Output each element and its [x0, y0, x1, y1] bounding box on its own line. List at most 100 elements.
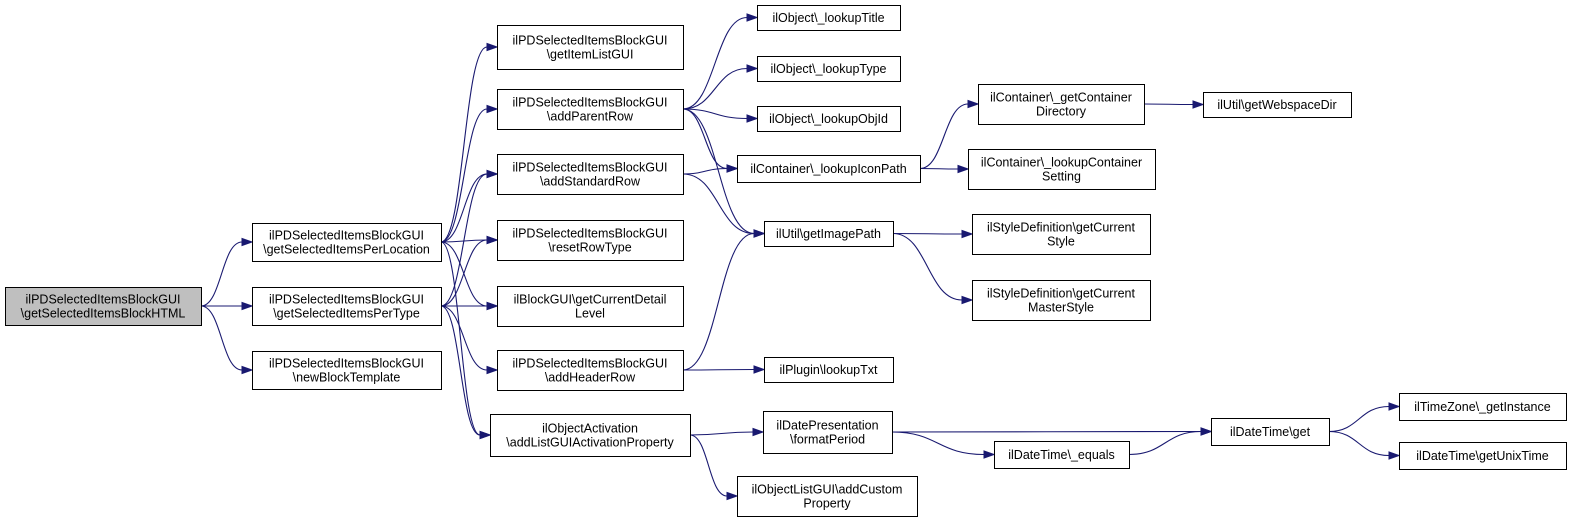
node-label: ilPDSelectedItemsBlockGUI — [513, 161, 668, 175]
node-lookupIconPath[interactable]: ilContainer\_lookupIconPath — [737, 155, 921, 183]
node-label: MasterStyle — [1028, 301, 1094, 315]
node-label: ilPlugin\lookupTxt — [780, 363, 878, 377]
arrowhead — [486, 365, 499, 375]
edge-line — [689, 431, 754, 436]
node-box — [497, 89, 684, 130]
node-label: Style — [1047, 235, 1075, 249]
edge-perType-to-getCurrentDetailLevel — [441, 301, 499, 311]
edge-formatPeriod-to-dateGet — [891, 427, 1213, 436]
node-box — [757, 106, 901, 132]
node-label: ilObjectListGUI\addCustom — [752, 483, 903, 497]
edge-lookupIconPath-to-getContainerDirectory — [919, 99, 980, 170]
edge-addListGUIActivationProperty-to-formatPeriod — [689, 427, 765, 437]
node-label: ilPDSelectedItemsBlockGUI — [269, 229, 424, 243]
node-label: ilDateTime\_equals — [1008, 448, 1115, 462]
arrowhead — [1200, 427, 1213, 436]
node-lookupObjId[interactable]: ilObject\_lookupObjId — [757, 106, 901, 132]
node-addListGUIActivationProperty[interactable]: ilObjectActivation\addListGUIActivationP… — [490, 414, 691, 457]
node-formatPeriod[interactable]: ilDatePresentation\formatPeriod — [763, 411, 893, 454]
edge-dateGet-to-getUnixTime — [1328, 430, 1401, 460]
edge-getImagePath-to-getCurrentStyle — [892, 229, 974, 239]
edge-line — [682, 108, 755, 235]
edge-line — [891, 431, 985, 456]
edge-line — [440, 305, 481, 436]
node-label: \resetRowType — [548, 241, 631, 255]
arrowhead — [753, 365, 766, 374]
edge-addParentRow-to-lookupObjId — [682, 108, 759, 123]
arrowhead — [486, 235, 499, 245]
arrowhead — [486, 104, 499, 114]
node-box — [757, 56, 901, 82]
node-label: ilPDSelectedItemsBlockGUI — [513, 34, 668, 48]
edge-line — [682, 232, 755, 371]
node-getInstance[interactable]: ilTimeZone\_getInstance — [1399, 393, 1567, 421]
node-label: \getSelectedItemsPerLocation — [263, 243, 430, 257]
node-label: ilUtil\getImagePath — [776, 227, 881, 241]
node-perType[interactable]: ilPDSelectedItemsBlockGUI\getSelectedIte… — [252, 287, 442, 326]
edge-addStandardRow-to-lookupIconPath — [682, 164, 739, 175]
edge-line — [682, 16, 748, 110]
node-label: ilPDSelectedItemsBlockGUI — [513, 227, 668, 241]
node-resetRowType[interactable]: ilPDSelectedItemsBlockGUI\resetRowType — [497, 220, 684, 261]
edge-line — [682, 108, 728, 170]
node-getImagePath[interactable]: ilUtil\getImagePath — [764, 221, 894, 247]
node-getUnixTime[interactable]: ilDateTime\getUnixTime — [1399, 442, 1567, 470]
edge-perLocation-to-addParentRow — [440, 104, 499, 243]
node-label: ilContainer\_getContainer — [990, 91, 1132, 105]
node-box — [994, 441, 1130, 469]
node-label: \addHeaderRow — [545, 371, 636, 385]
node-lookupType[interactable]: ilObject\_lookupType — [757, 56, 901, 82]
edge-dateEquals-to-dateGet — [1128, 427, 1213, 456]
edge-lookupIconPath-to-lookupContainerSetting — [919, 164, 970, 174]
edge-line — [1328, 430, 1390, 457]
node-getWebspaceDir[interactable]: ilUtil\getWebspaceDir — [1203, 92, 1352, 118]
node-box — [968, 149, 1156, 190]
node-dateEquals[interactable]: ilDateTime\_equals — [994, 441, 1130, 469]
node-newBlockTemplate[interactable]: ilPDSelectedItemsBlockGUI\newBlockTempla… — [252, 351, 442, 390]
node-box — [497, 154, 684, 195]
arrowhead — [241, 237, 254, 247]
node-getItemListGUI[interactable]: ilPDSelectedItemsBlockGUI\getItemListGUI — [497, 25, 684, 70]
node-dateGet[interactable]: ilDateTime\get — [1211, 418, 1330, 446]
arrowhead — [241, 365, 254, 375]
node-label: ilStyleDefinition\getCurrent — [987, 221, 1136, 235]
edge-addListGUIActivationProperty-to-addCustomProperty — [689, 434, 739, 501]
edge-perLocation-to-getItemListGUI — [440, 42, 499, 243]
edge-line — [892, 232, 963, 235]
edge-root-to-perLocation — [200, 237, 254, 307]
edge-addParentRow-to-lookupTitle — [682, 13, 759, 110]
node-label: ilDatePresentation — [776, 419, 878, 433]
node-label: ilObject\_lookupObjId — [769, 112, 888, 126]
node-perLocation[interactable]: ilPDSelectedItemsBlockGUI\getSelectedIte… — [252, 223, 442, 262]
node-addParentRow[interactable]: ilPDSelectedItemsBlockGUI\addParentRow — [497, 89, 684, 130]
edge-perType-to-addListGUIActivationProperty — [440, 305, 492, 440]
arrowhead — [957, 164, 970, 174]
node-lookupTxt[interactable]: ilPlugin\lookupTxt — [764, 357, 894, 383]
node-addStandardRow[interactable]: ilPDSelectedItemsBlockGUI\addStandardRow — [497, 154, 684, 195]
arrowhead — [1388, 402, 1401, 411]
node-box — [1399, 393, 1567, 421]
node-label: \getItemListGUI — [547, 48, 634, 62]
node-root[interactable]: ilPDSelectedItemsBlockGUI\getSelectedIte… — [5, 287, 202, 326]
edges — [200, 13, 1401, 501]
node-label: \formatPeriod — [790, 433, 865, 447]
node-box — [737, 155, 921, 183]
node-label: ilPDSelectedItemsBlockGUI — [269, 357, 424, 371]
node-label: ilDateTime\getUnixTime — [1416, 449, 1548, 463]
node-addHeaderRow[interactable]: ilPDSelectedItemsBlockGUI\addHeaderRow — [497, 350, 684, 391]
node-lookupTitle[interactable]: ilObject\_lookupTitle — [757, 5, 901, 31]
edge-addHeaderRow-to-lookupTxt — [682, 365, 766, 374]
edge-addParentRow-to-lookupIconPath — [682, 108, 739, 173]
node-label: Directory — [1036, 105, 1087, 119]
node-label: ilContainer\_lookupContainer — [981, 156, 1142, 170]
node-box — [490, 414, 691, 457]
node-label: \addListGUIActivationProperty — [506, 436, 674, 450]
arrowhead — [486, 42, 499, 52]
edge-line — [1328, 405, 1390, 433]
